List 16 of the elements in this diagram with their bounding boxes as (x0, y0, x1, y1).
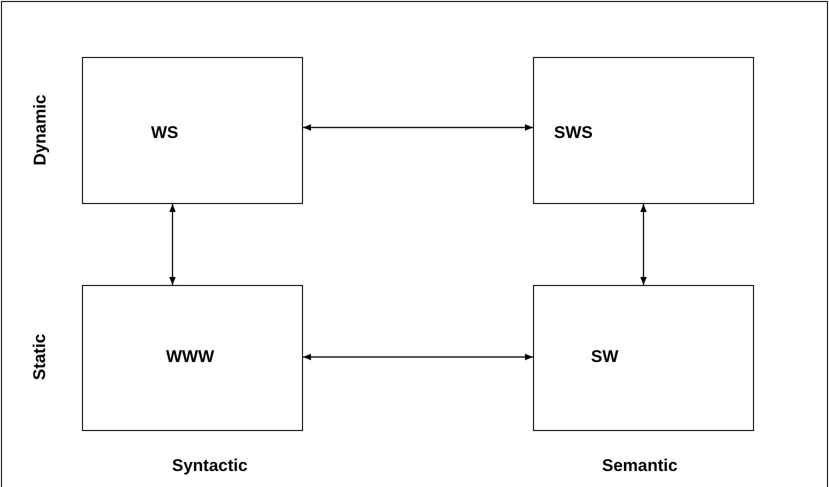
process-box (82, 285, 303, 431)
node-label: SW (591, 347, 618, 367)
double-arrow (303, 354, 533, 360)
double-arrow (169, 204, 176, 285)
process-box (82, 57, 303, 204)
double-arrow (303, 124, 533, 131)
process-box (533, 285, 754, 431)
column-label: Semantic (602, 456, 678, 476)
node-label: WS (151, 123, 178, 143)
row-label: Static (30, 334, 50, 380)
row-label: Dynamic (30, 94, 50, 166)
process-box (533, 57, 754, 204)
column-label: Syntactic (172, 456, 248, 476)
double-arrow (640, 204, 647, 285)
node-label: SWS (554, 123, 593, 143)
node-label: WWW (166, 347, 214, 367)
